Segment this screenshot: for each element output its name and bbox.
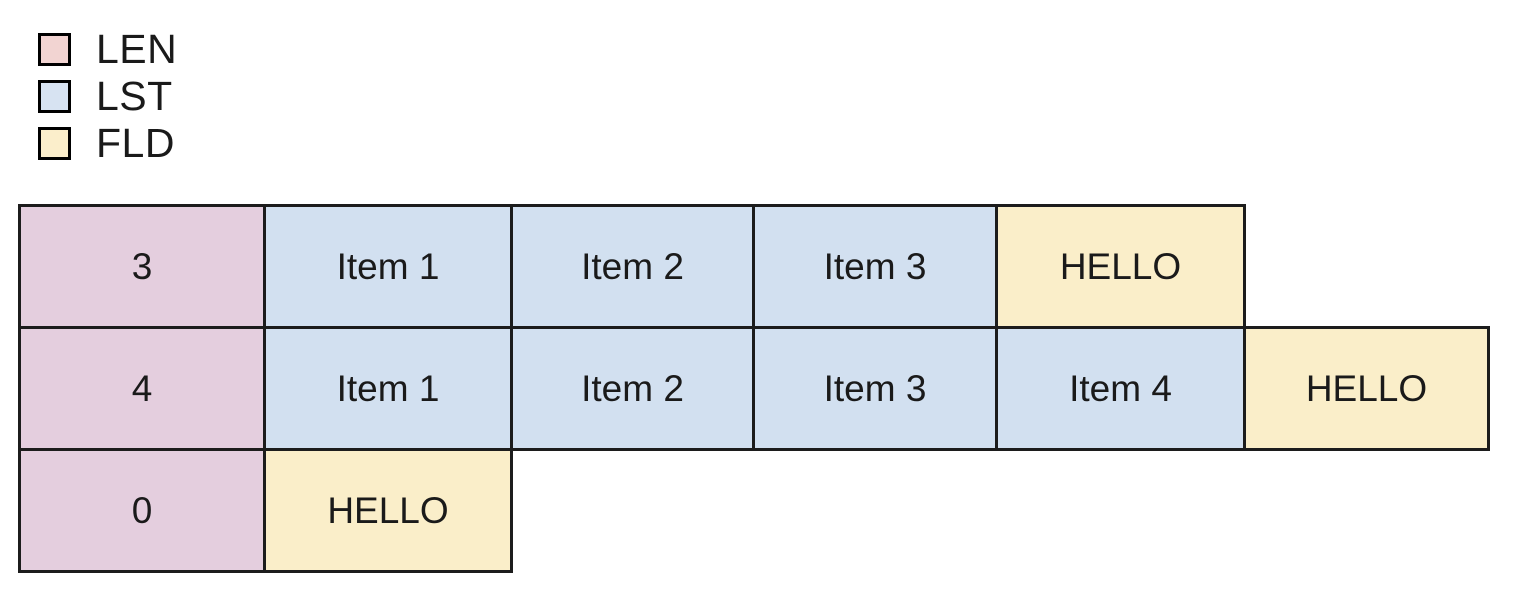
legend-swatch-icon [38,80,71,113]
table-cell-lst: Item 2 [510,204,755,329]
legend-label: FLD [96,120,175,166]
table-cell-fld: HELLO [1243,326,1490,451]
table-cell-fld: HELLO [995,204,1246,329]
legend-item-len: LEN [38,26,177,73]
table-cell-lst: Item 1 [263,204,513,329]
legend-item-fld: FLD [38,120,177,167]
legend-item-lst: LST [38,73,177,120]
legend-swatch-icon [38,127,71,160]
table-cell-len: 4 [18,326,266,451]
table-cell-lst: Item 3 [752,326,998,451]
table-cell-len: 0 [18,448,266,573]
table-cell-lst: Item 4 [995,326,1246,451]
legend-swatch-icon [38,33,71,66]
legend-label: LST [96,73,173,119]
table-cell-lst: Item 2 [510,326,755,451]
table-cell-len: 3 [18,204,266,329]
legend-label: LEN [96,26,178,72]
table-cell-lst: Item 3 [752,204,998,329]
table-cell-fld: HELLO [263,448,513,573]
table-cell-lst: Item 1 [263,326,513,451]
